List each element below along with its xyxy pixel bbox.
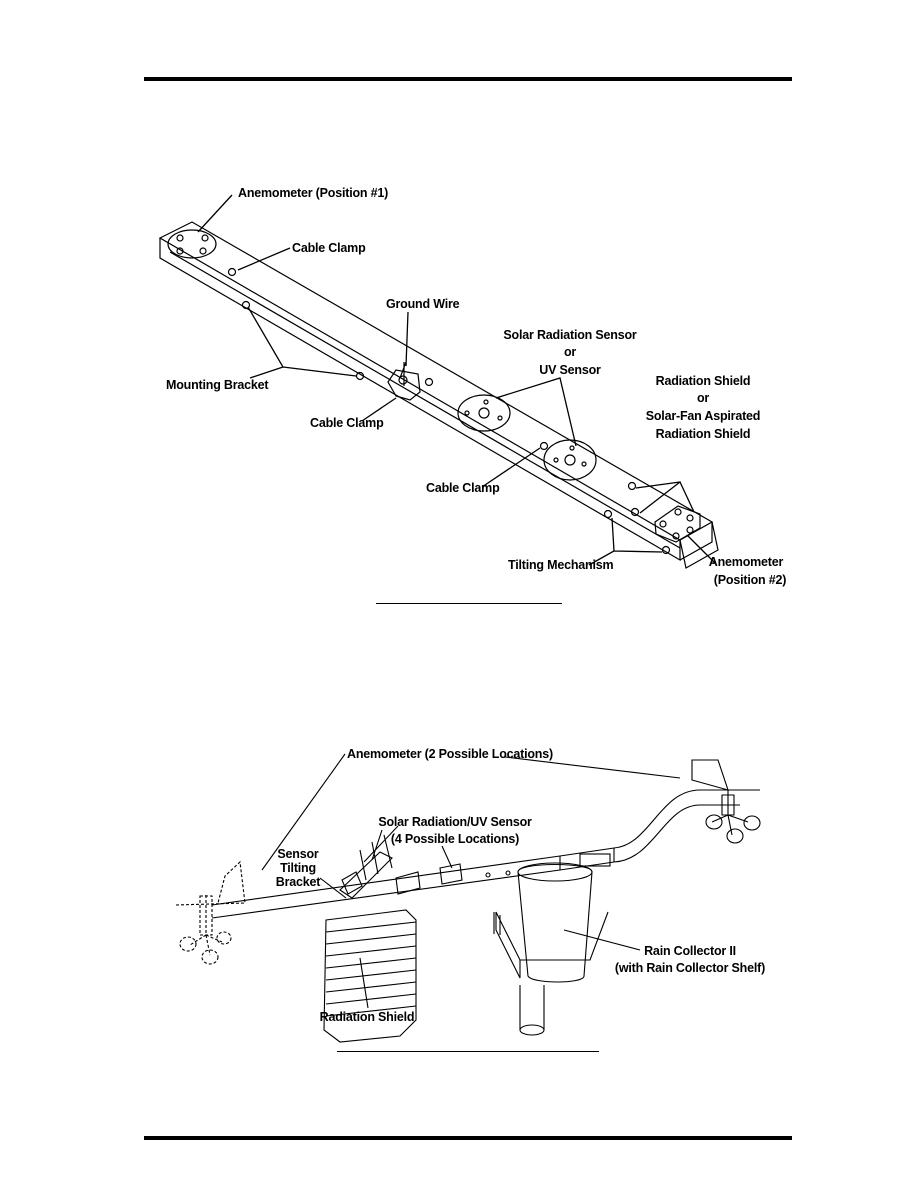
label-shield-line3: Solar-Fan Aspirated [646, 409, 761, 423]
top-rule [144, 77, 792, 81]
figure-1-caption-line [376, 603, 562, 604]
label-radiation-shield: Radiation Shield [320, 1010, 415, 1024]
solar-sensor-plate-1 [457, 394, 511, 432]
rain-collector-cup [517, 863, 593, 983]
label-anemometer-pos2-line2: (Position #2) [714, 573, 786, 587]
label-tilting-mechanism: Tilting Mechanism [508, 558, 613, 572]
label-solar-line3: UV Sensor [539, 363, 601, 377]
left-wind-vane [175, 860, 246, 906]
figure-2-caption-line [337, 1051, 599, 1052]
anemometer-plate-1 [167, 229, 217, 259]
ground-wire-clamp [387, 369, 421, 401]
right-wind-vane [691, 759, 729, 791]
label-mounting-bracket: Mounting Bracket [166, 378, 269, 392]
radiation-shield [323, 909, 417, 1043]
figure-1-crossarm-diagram: Anemometer (Position #1) Cable Clamp Gro… [158, 186, 786, 587]
label-rain-collector-line2: (with Rain Collector Shelf) [615, 961, 765, 975]
label-sensor-tilting-line1: Sensor [277, 847, 319, 861]
label-solar-line1: Solar Radiation Sensor [503, 328, 636, 342]
label-sensor-tilting-line3: Bracket [276, 875, 321, 889]
label-anemometer-pos2-line1: Anemometer [709, 555, 784, 569]
label-solar-uv-line1: Solar Radiation/UV Sensor [378, 815, 532, 829]
label-anemometer-pos1: Anemometer (Position #1) [238, 186, 388, 200]
assembled-crossarm [211, 847, 615, 919]
mounting-pole [519, 985, 545, 1030]
label-rain-collector-line1: Rain Collector II [644, 944, 736, 958]
label-cable-clamp-low: Cable Clamp [426, 481, 500, 495]
bottom-rule [144, 1136, 792, 1140]
anemometer-plate-2 [654, 505, 701, 543]
label-ground-wire: Ground Wire [386, 297, 460, 311]
label-sensor-tilting-line2: Tilting [280, 861, 316, 875]
label-cable-clamp-top: Cable Clamp [292, 241, 366, 255]
label-solar-uv-line2: (4 Possible Locations) [391, 832, 519, 846]
label-shield-line2: or [697, 391, 709, 405]
label-solar-line2: or [564, 345, 576, 359]
label-anemometer-2-locations: Anemometer (2 Possible Locations) [347, 747, 553, 761]
label-cable-clamp-mid: Cable Clamp [310, 416, 384, 430]
label-shield-line1: Radiation Shield [656, 374, 751, 388]
label-shield-line4: Radiation Shield [656, 427, 751, 441]
solar-sensor-plate-2 [543, 439, 597, 481]
